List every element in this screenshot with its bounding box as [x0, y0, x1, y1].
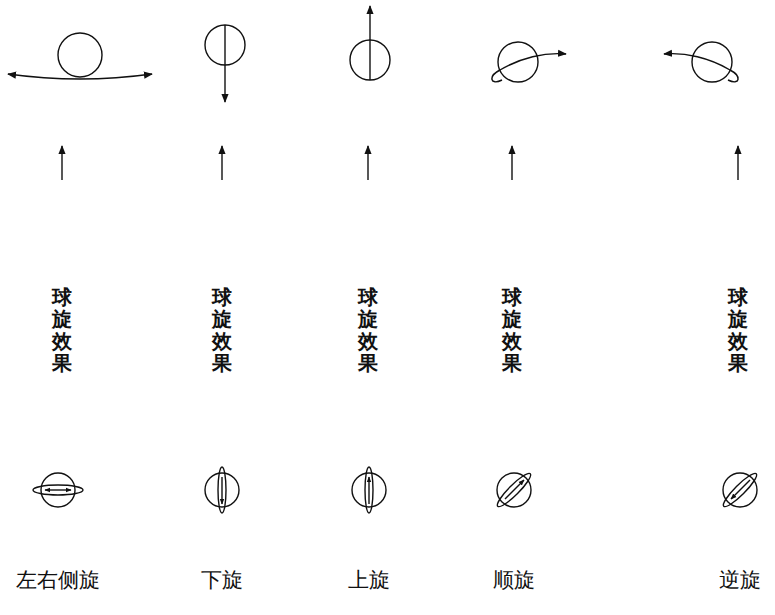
- spin-axis: [33, 485, 83, 495]
- vertical-caption: 球旋效果: [52, 286, 72, 374]
- label-slot: 球旋效果: [358, 286, 378, 374]
- label-slot: 球旋效果: [728, 286, 748, 374]
- label-slot: 顺旋: [493, 568, 535, 593]
- trajectory-arrow: [664, 54, 738, 82]
- up-arrow: [737, 146, 738, 180]
- spin-axis: [720, 470, 760, 510]
- spin-arrow: [221, 477, 222, 504]
- label-slot: 逆旋: [719, 568, 761, 593]
- spin-axis: [494, 470, 534, 510]
- label-slot: 球旋效果: [52, 286, 72, 374]
- spin-icon: [205, 473, 239, 507]
- spin-name: 下旋: [201, 568, 243, 593]
- vertical-caption: 球旋效果: [728, 286, 748, 374]
- trajectory-arrow: [492, 54, 566, 82]
- vertical-caption: 球旋效果: [358, 286, 378, 374]
- spin-arrow: [368, 477, 369, 504]
- trajectory-arrow: [369, 6, 370, 80]
- spin-name: 逆旋: [719, 568, 761, 593]
- spin-axis: [218, 467, 226, 513]
- spin-icon: [41, 473, 75, 507]
- vertical-caption: 球旋效果: [502, 286, 522, 374]
- spin-arrow: [731, 480, 750, 499]
- spin-name: 左右侧旋: [16, 568, 100, 593]
- label-slot: 球旋效果: [502, 286, 522, 374]
- spin-icon: [497, 473, 531, 507]
- spin-name: 上旋: [348, 568, 390, 593]
- ball: [58, 33, 102, 77]
- up-arrow: [221, 146, 222, 180]
- label-slot: 左右侧旋: [16, 568, 100, 593]
- spin-arrow: [505, 480, 524, 499]
- spin-icon: [352, 473, 386, 507]
- label-slot: 上旋: [348, 568, 390, 593]
- trajectory-arrow: [224, 25, 225, 102]
- spin-icon: [723, 473, 757, 507]
- up-arrow: [61, 146, 62, 180]
- vertical-caption: 球旋效果: [212, 286, 232, 374]
- spin-arrow: [45, 489, 71, 490]
- up-arrow: [511, 146, 512, 180]
- label-slot: 下旋: [201, 568, 243, 593]
- up-arrow: [367, 146, 368, 180]
- spin-axis: [365, 467, 373, 513]
- trajectory-arrow: [8, 74, 152, 79]
- spin-name: 顺旋: [493, 568, 535, 593]
- label-slot: 球旋效果: [212, 286, 232, 374]
